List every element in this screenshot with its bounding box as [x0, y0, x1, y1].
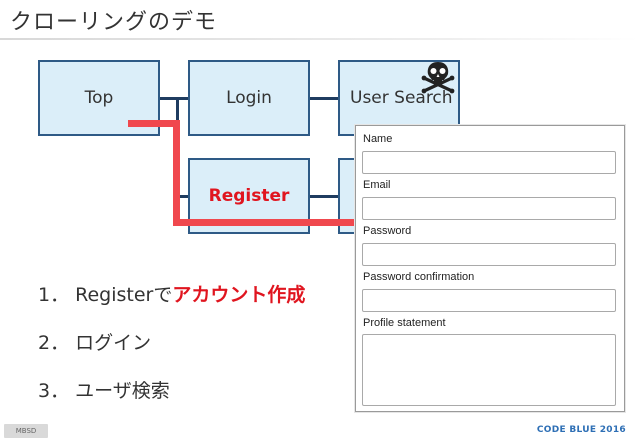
crawl-path-seg2 [173, 120, 180, 226]
connector-register-next [308, 195, 340, 198]
profile-statement-label: Profile statement [363, 317, 446, 329]
email-label: Email [363, 179, 391, 191]
step-2: 2． ログイン [38, 328, 151, 355]
password-label: Password [363, 225, 412, 237]
password-confirmation-label: Password confirmation [363, 271, 475, 283]
crawl-path-seg3 [173, 219, 363, 226]
step-1-highlight: アカウント作成 [172, 284, 306, 306]
profile-statement-textarea[interactable] [362, 334, 616, 406]
step-3: 3． ユーザ検索 [38, 376, 170, 403]
step-1-text: Registerで [75, 284, 173, 306]
step-2-number: 2． [38, 332, 70, 354]
connector-login-search [308, 97, 340, 100]
password-input[interactable] [362, 243, 616, 266]
step-3-number: 3． [38, 380, 70, 402]
step-2-text: ログイン [75, 332, 152, 354]
registration-form: Name Email Password Password confirmatio… [355, 125, 625, 412]
name-label: Name [363, 133, 393, 145]
skull-crossbones-icon [421, 62, 455, 94]
connector-top-login [158, 97, 190, 100]
node-login: Login [188, 60, 310, 136]
connector-trunk-register [176, 195, 190, 198]
footer-badge: MBSD [4, 424, 48, 438]
step-1: 1． Registerでアカウント作成 [38, 280, 305, 307]
email-input[interactable] [362, 197, 616, 220]
step-1-number: 1． [38, 284, 70, 306]
footer-brand: CODE BLUE 2016 [536, 425, 626, 435]
password-confirmation-input[interactable] [362, 289, 616, 312]
crawl-path-seg1 [128, 120, 180, 127]
title-divider [0, 38, 638, 40]
name-input[interactable] [362, 151, 616, 174]
slide-title: クローリングのデモ [10, 10, 218, 35]
node-top: Top [38, 60, 160, 136]
step-3-text: ユーザ検索 [75, 380, 170, 402]
